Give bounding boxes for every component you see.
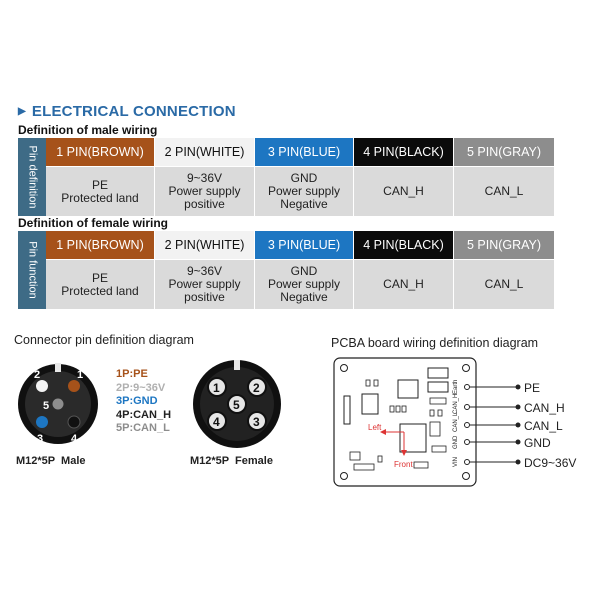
male-pin-label-5: 5	[43, 400, 49, 412]
legend-1p: 1P:PE	[116, 368, 148, 380]
male-pin2-desc: 9~36V Power supply positive	[155, 167, 254, 216]
male-pin1-desc: PE Protected land	[46, 167, 154, 216]
front-label: Front	[394, 460, 413, 469]
pad-label-canh: CAN_H	[453, 394, 459, 414]
pad-label-earth: Earth	[453, 380, 459, 394]
male-pin-label-4: 4	[71, 433, 78, 445]
male-pin2-header: 2 PIN(WHITE)	[155, 138, 254, 166]
male-pin5-header: 5 PIN(GRAY)	[454, 138, 554, 166]
female-connector-icon: 1 2 5 4 3	[193, 360, 281, 448]
female-caption: M12*5P Female	[190, 455, 273, 467]
male-pin3-desc: GND Power supply Negative	[255, 167, 353, 216]
female-pin-label-3: 3	[253, 415, 260, 429]
pin-legend: 1P:PE 2P:9~36V 3P:GND 4P:CAN_H 5P:CAN_L	[116, 368, 171, 436]
signal-dc: DC9~36V	[524, 456, 577, 470]
male-connector-icon: 2 1 5 3 4	[18, 363, 98, 445]
female-pin-label-1: 1	[213, 381, 220, 395]
female-pin2-desc: 9~36V Power supply positive	[155, 260, 254, 309]
section-title: ▶ELECTRICAL CONNECTION	[18, 103, 236, 120]
pad-label-canl: CAN_L	[453, 412, 459, 432]
female-pin4-desc: CAN_H	[354, 260, 453, 309]
legend-5p: 5P:CAN_L	[116, 422, 170, 434]
connector-diagram-title: Connector pin definition diagram	[14, 333, 194, 347]
male-pin5-desc: CAN_L	[454, 167, 554, 216]
signal-gnd: GND	[524, 436, 551, 450]
signal-can-l: CAN_L	[524, 419, 563, 433]
female-pin3-desc: GND Power supply Negative	[255, 260, 353, 309]
male-pin3-header: 3 PIN(BLUE)	[255, 138, 353, 166]
male-pin1-header: 1 PIN(BROWN)	[46, 138, 154, 166]
pcba-diagram-title: PCBA board wiring definition diagram	[331, 336, 539, 350]
pad-label-gnd: GND	[453, 435, 459, 449]
male-pin-label-2: 2	[34, 369, 40, 381]
female-pin3-header: 3 PIN(BLUE)	[255, 231, 353, 259]
female-wiring-table: Pin function 1 PIN(BROWN) 2 PIN(WHITE) 3…	[18, 231, 554, 309]
female-heading: Definition of female wiring	[18, 216, 169, 230]
female-pin5-desc: CAN_L	[454, 260, 554, 309]
female-pin-label-4: 4	[213, 415, 220, 429]
left-label: Left	[368, 423, 382, 432]
pad-label-vin: VIN	[453, 457, 459, 467]
female-pin1-header: 1 PIN(BROWN)	[46, 231, 154, 259]
male-wiring-table: Pin definition 1 PIN(BROWN) 2 PIN(WHITE)…	[18, 138, 554, 216]
male-pin4-desc: CAN_H	[354, 167, 453, 216]
female-pin2-header: 2 PIN(WHITE)	[155, 231, 254, 259]
female-side-label: Pin function	[18, 231, 46, 309]
male-pin4-header: 4 PIN(BLACK)	[354, 138, 453, 166]
female-pin1-desc: PE Protected land	[46, 260, 154, 309]
legend-4p: 4P:CAN_H	[116, 408, 172, 421]
signal-pe: PE	[524, 381, 541, 395]
male-heading: Definition of male wiring	[18, 123, 158, 137]
signal-can-h: CAN_H	[524, 401, 565, 415]
male-pin-label-3: 3	[37, 433, 43, 445]
triangle-icon: ▶	[18, 106, 26, 117]
legend-3p: 3P:GND	[116, 395, 158, 407]
female-pin-label-5: 5	[233, 398, 240, 412]
legend-2p: 2P:9~36V	[116, 381, 166, 394]
male-side-label: Pin definition	[18, 138, 46, 216]
female-pin5-header: 5 PIN(GRAY)	[454, 231, 554, 259]
male-pin-label-1: 1	[77, 369, 83, 381]
pcba-board-diagram: Left Front Earth CAN_H CAN_L GND VIN	[333, 357, 521, 487]
female-pin-label-2: 2	[253, 381, 260, 395]
female-pin4-header: 4 PIN(BLACK)	[354, 231, 453, 259]
male-caption: M12*5P Male	[16, 455, 86, 467]
